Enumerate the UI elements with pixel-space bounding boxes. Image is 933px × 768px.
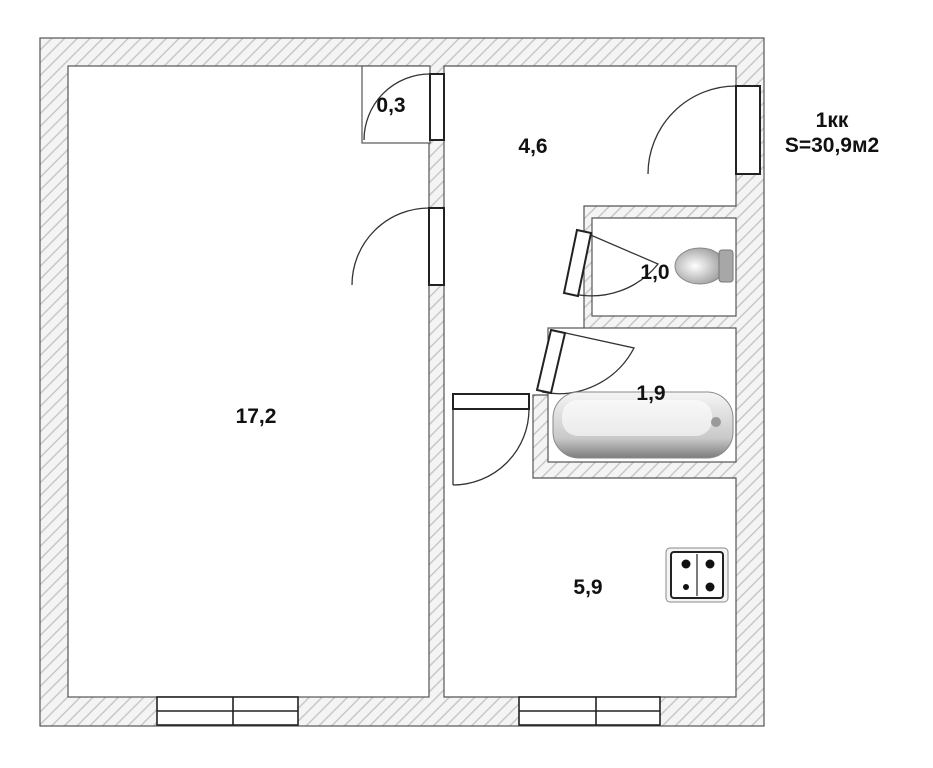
room-area-bathroom: 1,9 <box>636 382 665 405</box>
room-area-kitchen: 5,9 <box>573 576 602 599</box>
living-room-door[interactable] <box>351 207 445 286</box>
closet <box>361 65 431 144</box>
room-area-closet: 0,3 <box>376 94 405 117</box>
apartment-type-label: 1кк <box>816 109 849 132</box>
toilet-door[interactable] <box>562 228 660 298</box>
bathtub-icon <box>552 391 734 459</box>
total-area-label: S=30,9м2 <box>785 134 879 157</box>
room-area-living-room: 17,2 <box>236 405 277 428</box>
toilet-bowl-icon <box>674 247 734 285</box>
room-area-toilet: 1,0 <box>640 261 669 284</box>
stove-icon <box>665 547 729 603</box>
kitchen-door[interactable] <box>452 393 530 486</box>
living-room <box>67 65 430 698</box>
closet-door[interactable] <box>363 73 445 141</box>
entrance-door[interactable] <box>647 85 761 175</box>
kitchen-window <box>518 696 661 726</box>
room-area-hallway: 4,6 <box>518 135 547 158</box>
living-room-window <box>156 696 299 726</box>
bathroom-door[interactable] <box>535 328 635 395</box>
